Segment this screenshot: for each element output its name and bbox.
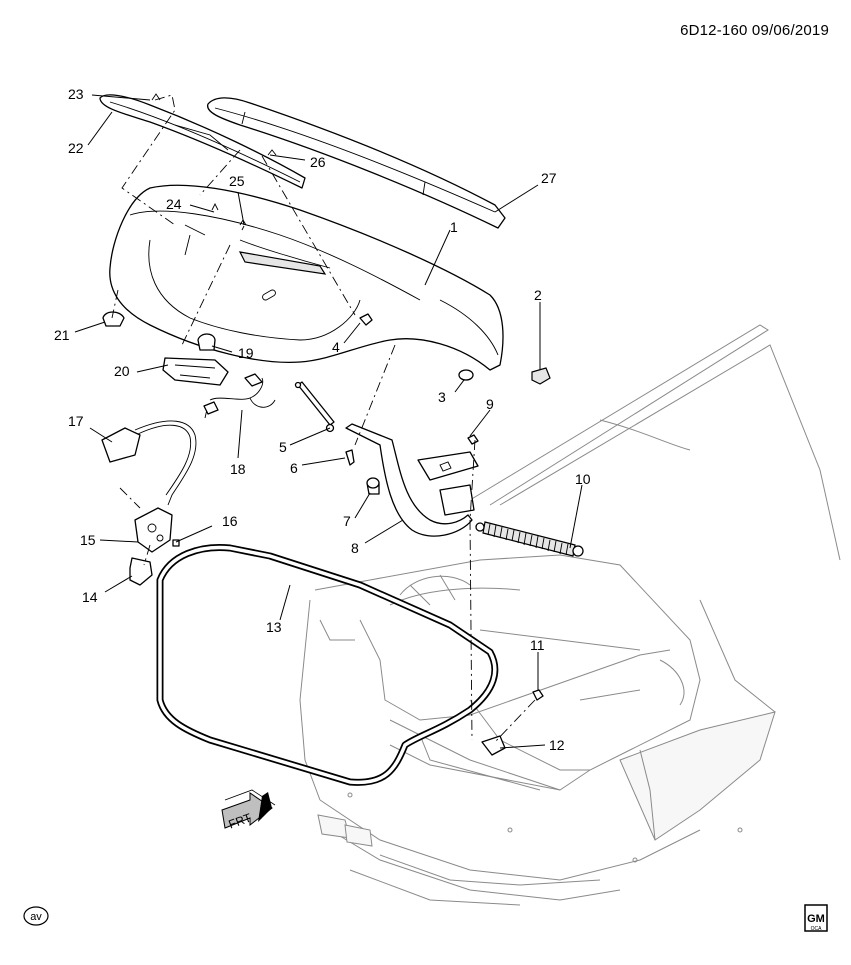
diagram-id: 6D12-160 (680, 22, 748, 39)
callout-26: 26 (310, 154, 326, 170)
callout-24: 24 (166, 196, 182, 212)
callout-14: 14 (82, 589, 98, 605)
callout-5: 5 (279, 439, 287, 455)
gm-logo: GM OCA (804, 904, 828, 932)
part-22-applique (99, 94, 306, 189)
callout-3: 3 (438, 389, 446, 405)
callout-10: 10 (575, 471, 591, 487)
part-5-strut (297, 381, 335, 426)
callout-6: 6 (290, 460, 298, 476)
part-7-bumper (366, 477, 380, 495)
callout-27: 27 (541, 170, 557, 186)
callout-11: 11 (530, 637, 545, 653)
guide-lines (111, 94, 536, 743)
callout-18: 18 (230, 461, 246, 477)
callout-4: 4 (332, 339, 340, 355)
callout-25: 25 (229, 173, 245, 189)
part-8-hinge (345, 423, 473, 537)
callout-22: 22 (68, 140, 84, 156)
av-badge: av (23, 906, 49, 926)
diagram-date: 09/06/2019 (751, 22, 829, 39)
leader-lines (74, 94, 583, 749)
vehicle-body (299, 324, 841, 906)
part-11-nut (532, 689, 544, 701)
callout-20: 20 (114, 363, 130, 379)
callout-8: 8 (351, 540, 359, 556)
part-6-bolt (345, 449, 355, 466)
part-19-bumper (197, 333, 216, 351)
callout-16: 16 (222, 513, 238, 529)
callout-9: 9 (486, 396, 494, 412)
callout-2: 2 (534, 287, 542, 303)
gm-logo-subtext: OCA (811, 926, 823, 932)
part-24-nut (211, 202, 219, 211)
callout-23: 23 (68, 86, 84, 102)
front-direction-arrow: FRT (221, 789, 276, 832)
part-17-release (101, 420, 197, 506)
part-9-bolt (467, 434, 479, 445)
part-1-decklid (109, 184, 504, 371)
callout-15: 15 (80, 532, 96, 548)
callout-7: 7 (343, 513, 351, 529)
callout-17: 17 (68, 413, 84, 429)
part-12-striker (481, 735, 506, 756)
callout-1: 1 (450, 219, 458, 235)
part-14-bracket (129, 557, 153, 586)
part-10-spring (475, 521, 584, 557)
part-3-bumper (458, 369, 474, 381)
callout-19: 19 (238, 345, 254, 361)
gm-logo-text: GM (807, 913, 825, 925)
part-4-clip (359, 313, 373, 326)
callout-12: 12 (549, 737, 565, 753)
callouts: 1 2 3 4 5 6 7 8 9 10 11 12 13 14 15 16 1… (54, 86, 591, 753)
part-13-weatherstrip (156, 543, 499, 786)
part-23-nut (151, 93, 161, 101)
callout-13: 13 (266, 619, 282, 635)
part-2-bumper (531, 367, 551, 385)
part-21-grommet (102, 311, 125, 327)
av-badge-text: av (30, 911, 42, 923)
part-15-latch (134, 507, 173, 553)
callout-21: 21 (54, 327, 70, 343)
diagram-header: 6D12-160 09/06/2019 (680, 22, 829, 39)
part-27-spoiler (207, 97, 506, 229)
part-20-lamp (162, 357, 229, 386)
part-26-nut (267, 149, 277, 156)
